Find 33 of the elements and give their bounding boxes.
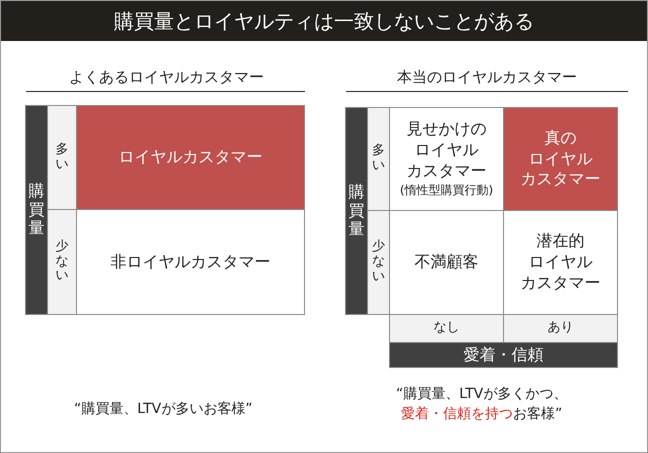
quadrant-label: 真のロイヤルカスタマー — [520, 128, 600, 190]
axis-value: 多い — [56, 142, 68, 172]
quadrant-label: 非ロイヤルカスタマー — [110, 252, 270, 272]
axis-bar — [389, 342, 618, 368]
caption: “購買量、LTVが多くかつ、愛着・信頼を持つお客様” — [396, 385, 568, 424]
quadrant — [76, 105, 305, 210]
axis-title: 購買量 — [348, 183, 364, 239]
section-heading: 本当のロイヤルカスタマー — [397, 67, 577, 88]
axis-tab — [47, 209, 77, 315]
axis-bar — [345, 107, 368, 315]
axis-value: 多い — [372, 144, 385, 174]
quadrant-note: (惰性型購買行動) — [400, 182, 494, 199]
axis-value: 少ない — [56, 240, 68, 284]
quadrant-label: 見せかけのロイヤルカスタマー — [406, 119, 486, 182]
axis-value: 少ない — [372, 240, 385, 285]
axis-title: 愛着・信頼 — [464, 344, 544, 366]
quadrant-label: 潜在的ロイヤルカスタマー — [520, 231, 600, 294]
axis-value: なし — [434, 320, 460, 337]
quadrant — [503, 107, 618, 211]
axis-value: あり — [548, 320, 574, 337]
axis-tab — [389, 314, 504, 343]
page-title: 購買量とロイヤルティは一致しないことがある — [114, 8, 534, 34]
axis-title: 購買量 — [28, 182, 44, 238]
axis-tab — [503, 314, 618, 343]
section-heading: よくあるロイヤルカスタマー — [69, 67, 264, 88]
quadrant — [76, 209, 305, 315]
axis-tab — [367, 210, 390, 315]
axis-tab — [367, 107, 390, 211]
caption: “購買量、LTVが多いお客様” — [74, 400, 253, 419]
axis-bar — [25, 105, 48, 315]
quadrant-label: 不満顧客 — [414, 252, 478, 273]
quadrant-label: ロイヤルカスタマー — [118, 147, 262, 168]
axis-tab — [47, 105, 77, 210]
